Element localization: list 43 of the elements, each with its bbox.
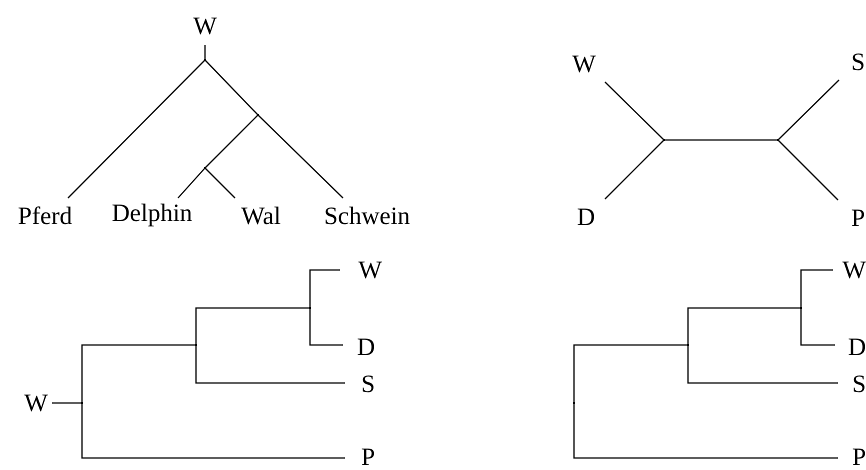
branch-line [604,82,664,140]
branch-line [204,60,258,116]
taxon-label: W [340,255,382,285]
branch-line [204,168,236,198]
taxon-label: D [343,332,375,362]
taxon-label: P [345,444,375,470]
taxon-label: W [190,8,220,45]
branch-line [573,344,688,403]
branch-line [800,308,835,346]
taxon-label: W [563,46,605,82]
branch-line [81,344,196,403]
branch-line [778,80,840,140]
branch-line [81,403,345,459]
taxon-label: Delphin [96,196,208,230]
branch-line [195,307,310,345]
taxon-label: Pferd [4,198,86,234]
branch-line [604,140,664,200]
taxon-label: D [567,199,605,235]
branch-line [204,45,206,60]
branch-line [258,114,344,198]
taxon-label: Wal [232,198,290,234]
taxon-label: Schwein [312,198,422,234]
branch-line [309,308,343,346]
branch-line [204,114,258,168]
branch-line [778,140,838,200]
taxon-label: P [838,200,865,236]
branch-line [178,168,206,198]
branch-line [664,139,778,141]
branch-line [51,402,82,404]
branch-line [800,269,833,308]
branch-line [195,345,345,384]
branch-line [687,345,838,384]
taxon-label: P [838,444,866,470]
branch-line [573,403,838,459]
taxon-label: D [835,332,866,362]
branch-line [68,60,206,198]
taxon-label: W [20,388,52,418]
taxon-label: S [839,44,865,80]
taxon-label: S [838,369,866,399]
taxon-label: W [833,255,866,285]
branch-line [687,307,801,345]
taxon-label: S [345,369,375,399]
branch-line [309,269,340,308]
